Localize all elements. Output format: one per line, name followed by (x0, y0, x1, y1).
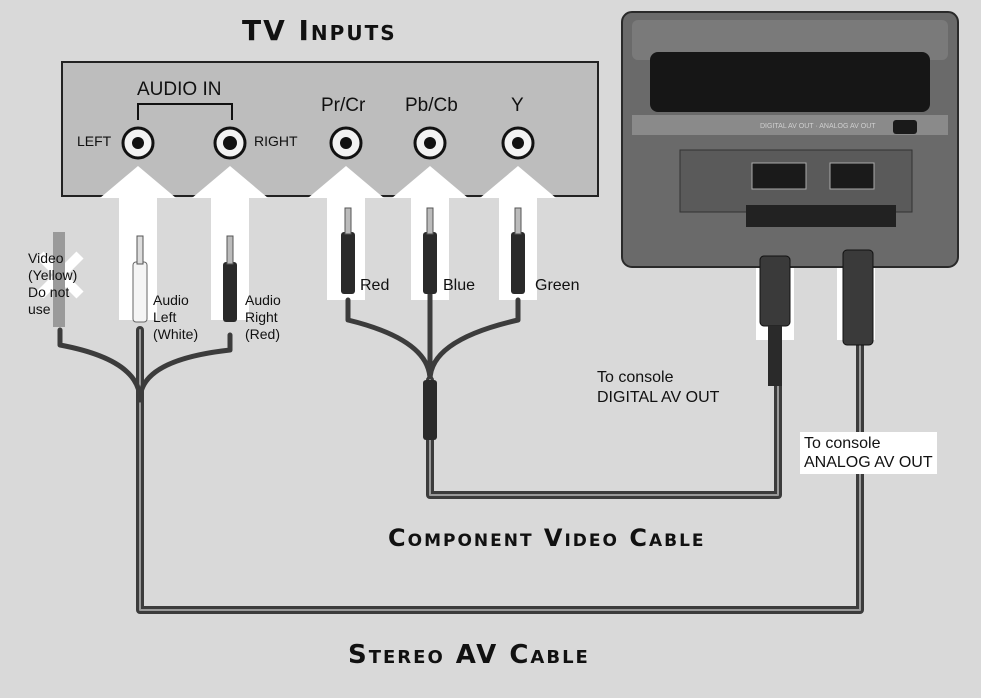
jack-pr-cr (329, 126, 363, 160)
right-label: RIGHT (254, 133, 298, 149)
y-label: Y (511, 95, 524, 116)
blue-label: Blue (443, 277, 476, 294)
cable-splitter (423, 380, 437, 440)
jack-right (213, 126, 247, 160)
plug-analog-connector (842, 249, 874, 346)
audio-in-label: AUDIO IN (137, 79, 222, 100)
left-label: LEFT (77, 133, 112, 149)
gamecube-console: DIGITAL AV OUT · ANALOG AV OUT (621, 11, 959, 268)
jack-pb-cb (413, 126, 447, 160)
red-label: Red (360, 277, 390, 294)
green-label: Green (535, 277, 580, 294)
plug-audio-left (132, 235, 148, 323)
jack-y (501, 126, 535, 160)
plug-red (341, 207, 355, 294)
component-cable-title: Component Video Cable (388, 524, 706, 552)
tv-input-panel (61, 61, 599, 197)
jack-left (121, 126, 155, 160)
plug-blue (423, 207, 437, 294)
tv-inputs-title: TV Inputs (242, 14, 397, 47)
stereo-cable-title: Stereo AV Cable (348, 640, 590, 670)
stereo-av-cable (136, 326, 864, 614)
plug-green (511, 207, 525, 294)
svg-text:DIGITAL AV OUT · ANALOG AV OUT: DIGITAL AV OUT · ANALOG AV OUT (760, 123, 876, 130)
audio-in-bracket (137, 103, 233, 120)
pr-cr-label: Pr/Cr (321, 95, 366, 116)
plug-audio-right (223, 235, 237, 322)
plug-digital-connector (759, 255, 791, 386)
video-not-used-mark (36, 232, 84, 327)
pb-cb-label: Pb/Cb (405, 95, 458, 116)
